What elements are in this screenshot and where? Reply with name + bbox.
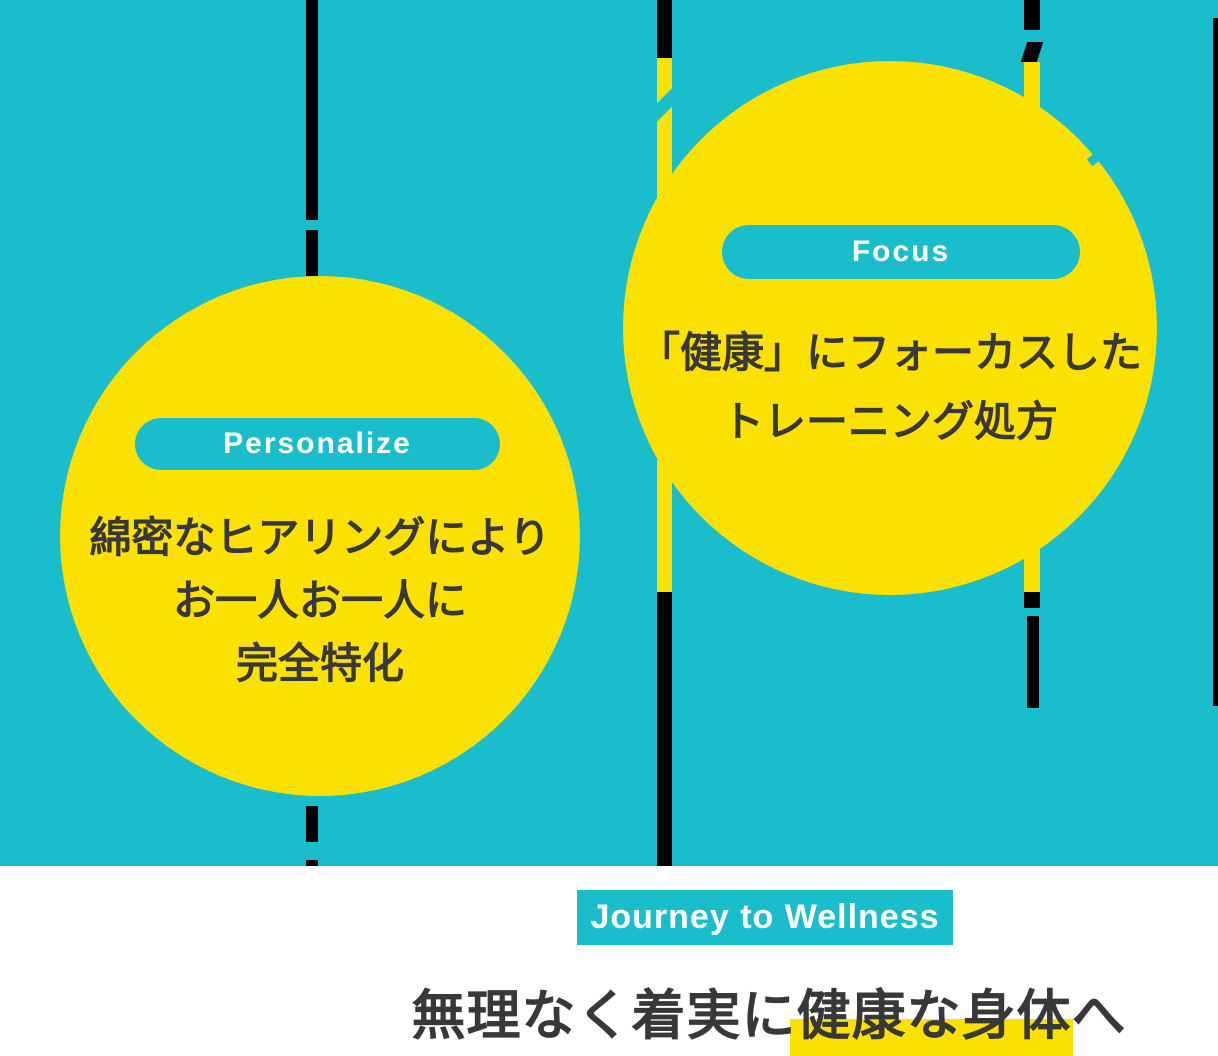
balloon-string-center-segment xyxy=(657,592,672,866)
balloon-string-center-segment xyxy=(657,0,672,58)
focus-line-2: トレーニング処方 xyxy=(721,398,1058,445)
balloon-string-right-segment xyxy=(1024,592,1040,608)
section-heading: 無理なく着実に健康な身体へ xyxy=(411,986,1127,1046)
yellow-ribbon-decoration xyxy=(657,460,672,592)
balloon-string-right-segment xyxy=(1024,0,1040,30)
balloon-string-right-segment xyxy=(1027,616,1039,708)
personalize-line-1: 綿密なヒアリングにより xyxy=(89,514,551,561)
personalize-line-2: お一人お一人に xyxy=(172,577,467,624)
balloon-string-left-segment xyxy=(306,0,318,220)
yellow-ribbon-decoration xyxy=(1024,62,1040,110)
personalize-balloon-circle xyxy=(60,276,580,796)
focus-balloon-circle xyxy=(623,61,1157,595)
personalize-line-3: 完全特化 xyxy=(235,640,404,687)
heading-yellow-highlight xyxy=(790,1019,1073,1056)
balloon-string-left-segment xyxy=(306,860,318,866)
personalize-pill: Personalize xyxy=(135,418,500,470)
journey-to-wellness-badge: Journey to Wellness xyxy=(577,890,953,945)
focus-line-1: 「健康」にフォーカスした xyxy=(637,329,1142,376)
focus-description: 「健康」にフォーカスした トレーニング処方 xyxy=(623,318,1157,456)
balloon-string-edge-segment xyxy=(1213,18,1218,706)
balloon-string-left-segment xyxy=(306,230,318,276)
focus-pill: Focus xyxy=(722,225,1080,279)
balloon-string-left-segment xyxy=(306,806,318,842)
personalize-description: 綿密なヒアリングにより お一人お一人に 完全特化 xyxy=(60,506,580,695)
